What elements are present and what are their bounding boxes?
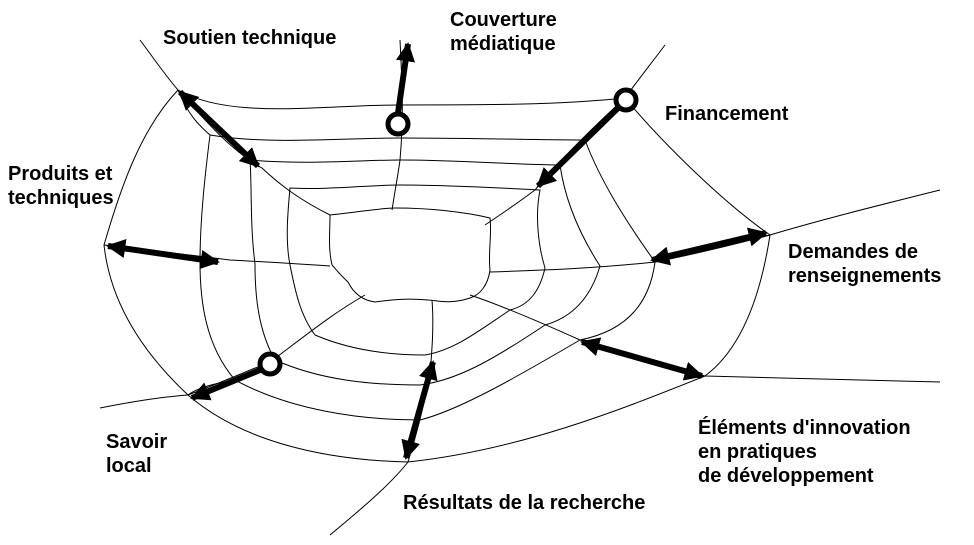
label-line: Financement [665,103,789,125]
label-line: Savoir [106,431,168,453]
label-line: de développement [698,465,874,487]
label-line: médiatique [450,33,556,55]
label-line: renseignements [788,265,942,287]
radial-thread-financement [484,44,666,226]
label-savoir-local: Savoir local [106,430,167,478]
label-soutien-technique: Soutien technique [163,26,336,50]
circle-couverture [385,111,411,137]
label-couverture-mediatique: Couverture médiatique [450,8,557,56]
origin-circles [257,87,639,377]
arrow-soutien-technique [177,89,261,169]
circle-financement [613,87,639,113]
arrow-elements-innovation [580,337,704,381]
label-line: local [106,455,152,477]
label-line: techniques [8,187,114,209]
label-line: Produits et [8,163,113,185]
arrow-financement [535,105,621,189]
ring-outer [103,89,771,463]
radial-thread-savoir [99,294,366,409]
ring-inner [329,207,492,303]
label-financement: Financement [665,102,788,126]
arrow-couverture-mediatique [395,42,416,114]
label-line: Soutien technique [163,27,337,49]
label-line: Résultats de la recherche [403,492,646,514]
arrow-demandes-renseignements [650,227,768,266]
spiral-rings [103,89,771,463]
label-demandes-renseignements: Demandes de renseignements [788,240,941,288]
label-resultats-recherche: Résultats de la recherche [403,491,645,515]
arrow-savoir-local [190,367,262,401]
label-elements-innovation: Éléments d'innovation en pratiques de dé… [698,416,911,488]
arrows [106,42,768,460]
arrow-resultats-recherche [401,360,438,460]
label-line: Couverture [450,9,557,31]
label-line: Demandes de [788,241,919,263]
ring-4 [286,184,546,356]
label-line: Éléments d'innovation [698,417,911,439]
circle-savoir [257,351,283,377]
label-line: en pratiques [698,441,817,463]
ring-3 [249,159,601,386]
label-produits-techniques: Produits et techniques [8,162,114,210]
arrow-produits-techniques [106,238,220,270]
radial-thread-elements [469,294,941,383]
ring-2 [199,134,656,421]
